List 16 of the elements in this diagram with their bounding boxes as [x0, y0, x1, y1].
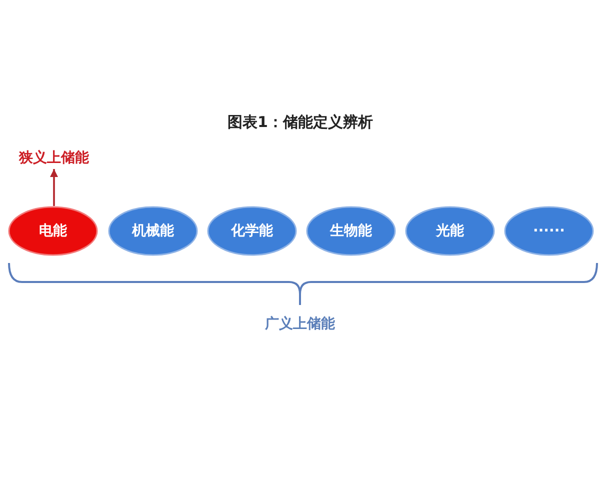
node-label: ······ [533, 223, 565, 239]
node-label: 化学能 [231, 222, 273, 240]
node-label: 电能 [39, 222, 67, 240]
ellipse-node [306, 206, 396, 256]
node-label: 生物能 [330, 222, 372, 240]
node-label: 光能 [436, 222, 464, 240]
title: 图表1：储能定义辨析 [228, 113, 373, 132]
node-label: 机械能 [132, 222, 174, 240]
node-label: 狭义上储能 [12, 147, 96, 169]
ellipse-node [207, 206, 297, 256]
ellipse-node [504, 206, 594, 256]
ellipse-node [8, 206, 98, 256]
bracket-label: 广义上储能 [265, 315, 335, 333]
arrow [50, 169, 58, 206]
ellipse-node [405, 206, 495, 256]
ellipse-node [108, 206, 198, 256]
